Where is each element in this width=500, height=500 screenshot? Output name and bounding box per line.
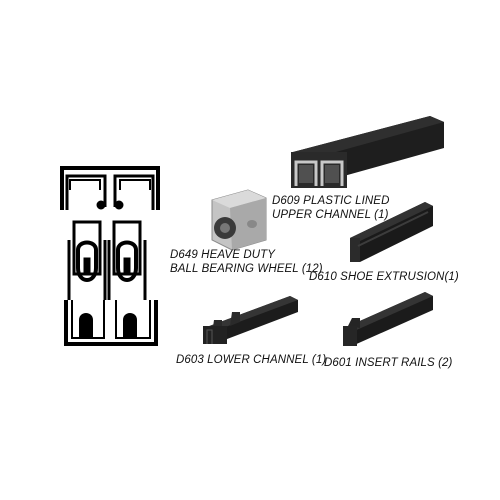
diagram-door-panels: [67, 220, 147, 300]
diagram-lower-channel: [64, 300, 158, 346]
label-upper-channel-line-2: UPPER CHANNEL (1): [272, 209, 389, 221]
label-shoe-extrusion: D610 SHOE EXTRUSION(1): [309, 270, 459, 284]
shoe-extrusion-photo: [350, 202, 433, 262]
label-upper-channel-line-1: D609 PLASTIC LINED: [272, 195, 390, 207]
cross-section-diagram: [60, 166, 160, 346]
label-wheel-line-2: BALL BEARING WHEEL (12): [170, 263, 323, 275]
label-insert-rails-line-1: D601 INSERT RAILS (2): [324, 357, 453, 369]
wheel-photo: [211, 189, 267, 251]
label-wheel: D649 HEAVE DUTY BALL BEARING WHEEL (12): [170, 248, 323, 276]
label-lower-channel: D603 LOWER CHANNEL (1): [176, 353, 326, 367]
diagram-upper-channel: [60, 166, 160, 210]
label-insert-rails: D601 INSERT RAILS (2): [324, 356, 452, 370]
insert-rails-photo: [343, 292, 433, 346]
label-lower-channel-line-1: D603 LOWER CHANNEL (1): [176, 354, 327, 366]
label-wheel-line-1: D649 HEAVE DUTY: [170, 249, 276, 261]
label-shoe-extrusion-line-1: D610 SHOE EXTRUSION(1): [309, 271, 459, 283]
label-upper-channel: D609 PLASTIC LINED UPPER CHANNEL (1): [272, 194, 390, 222]
upper-channel-photo: [291, 116, 444, 188]
lower-channel-photo: [203, 296, 298, 344]
